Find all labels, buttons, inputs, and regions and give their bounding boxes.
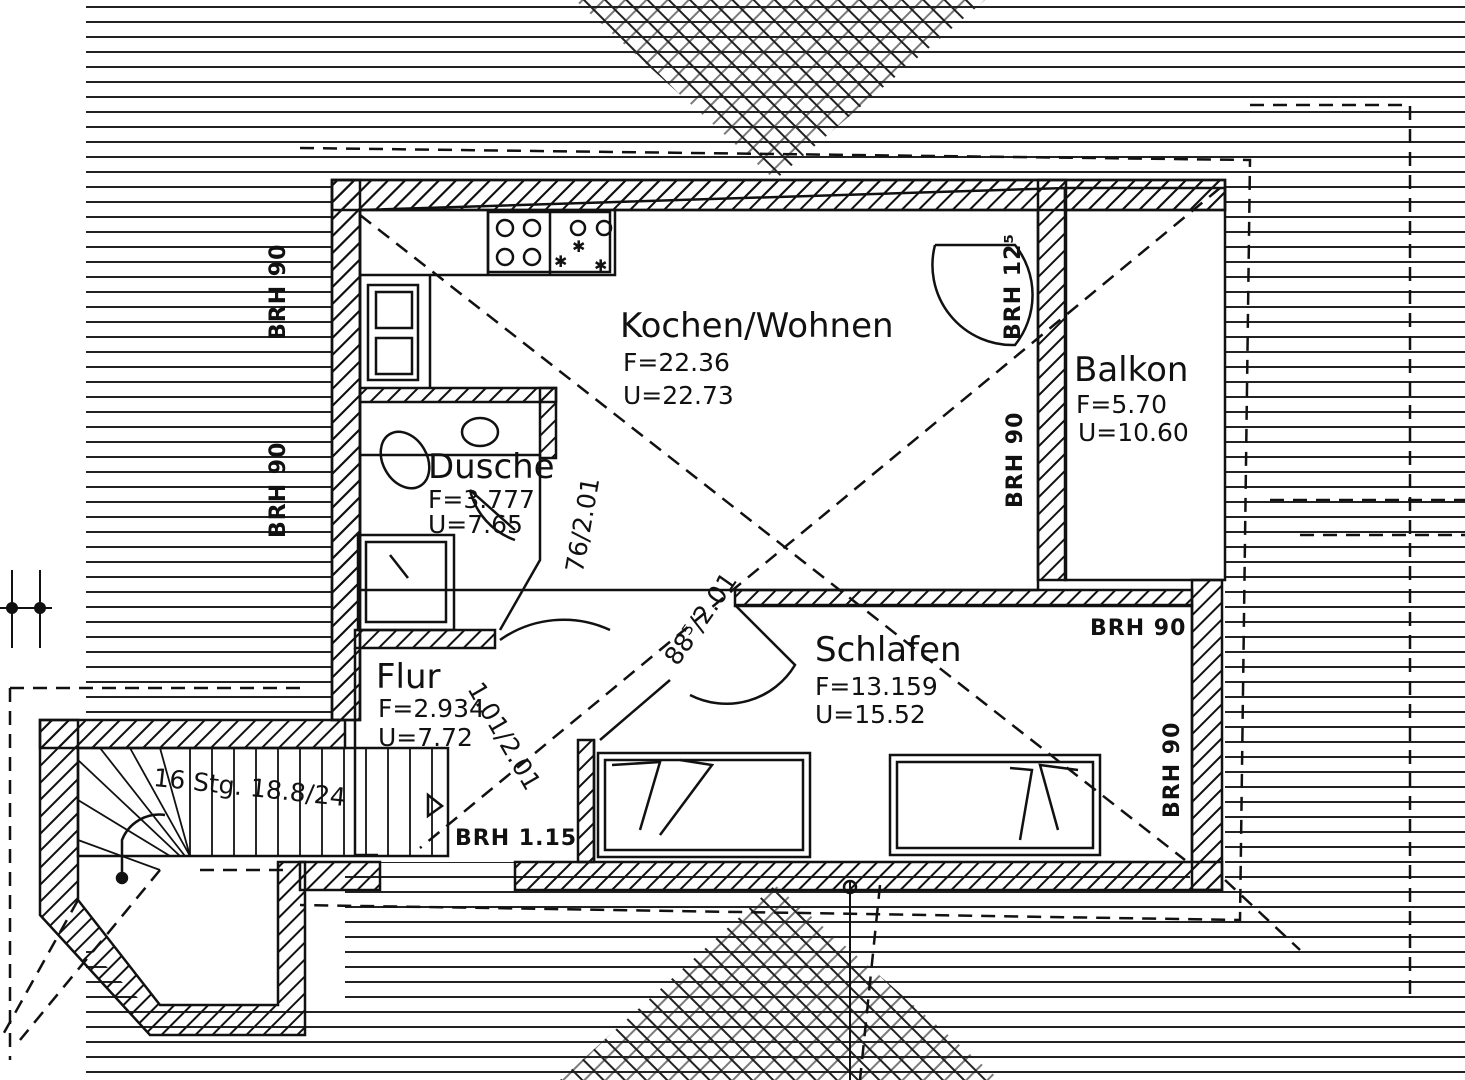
room-perimeter-balkon: U=10.60 <box>1078 418 1189 447</box>
room-name-schlafen: Schlafen <box>815 630 962 670</box>
window-height-schlafen-right: BRH 90 <box>1160 721 1185 818</box>
room-perimeter-dusche: U=7.65 <box>428 510 523 539</box>
window-height-schlafen-top: BRH 90 <box>1090 616 1187 641</box>
window-height-stair: BRH 1.15 <box>455 826 578 851</box>
axis-marker-icon <box>0 570 858 1080</box>
svg-text:✱: ✱ <box>554 252 567 271</box>
window-height-kitchen-right: BRH 90 <box>1003 411 1028 508</box>
svg-text:✱: ✱ <box>594 256 607 275</box>
svg-text:✱: ✱ <box>572 237 585 256</box>
cooktop-star-icons: ✱ ✱ ✱ <box>554 237 607 275</box>
room-area-balkon: F=5.70 <box>1076 390 1167 419</box>
room-name-dusche: Dusche <box>428 447 555 487</box>
walls <box>38 178 1227 1037</box>
room-area-schlafen: F=13.159 <box>815 672 938 701</box>
room-name-balkon: Balkon <box>1074 350 1189 390</box>
room-perimeter-flur: U=7.72 <box>378 723 473 752</box>
room-area-kochen: F=22.36 <box>623 348 730 377</box>
window-height-balkon-door: BRH 12⁵ <box>1001 232 1026 340</box>
window-height-left-mid: BRH 90 <box>266 441 291 538</box>
room-name-kochen: Kochen/Wohnen <box>620 306 894 346</box>
room-name-flur: Flur <box>376 657 441 697</box>
cooktop-icon <box>495 218 613 267</box>
room-area-dusche: F=3.777 <box>428 485 535 514</box>
interior-lines <box>0 186 1301 1041</box>
room-area-flur: F=2.934 <box>378 694 485 723</box>
window-height-left-top: BRH 90 <box>266 243 291 340</box>
room-perimeter-schlafen: U=15.52 <box>815 700 926 729</box>
roof-outline <box>8 103 1465 1080</box>
room-perimeter-kochen: U=22.73 <box>623 381 734 410</box>
